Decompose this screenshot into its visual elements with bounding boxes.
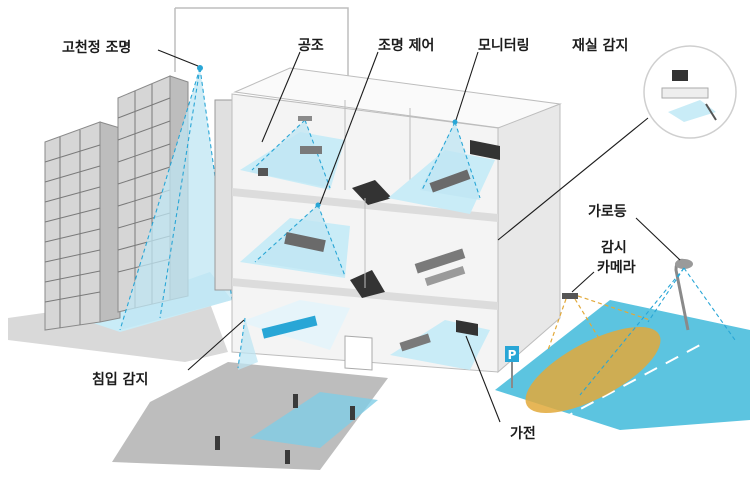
desks (284, 231, 326, 253)
room-hvac-beam (250, 120, 330, 188)
label-appliance: 가전 (510, 425, 536, 442)
security-camera-icon (562, 293, 578, 299)
rack-left (44, 121, 121, 331)
parking-sign (505, 346, 519, 362)
building-side-wall (497, 103, 561, 374)
label-lighting-control: 조명 제어 (378, 37, 434, 54)
label-monitoring: 모니터링 (478, 37, 530, 54)
warehouse-frame (175, 7, 349, 90)
entrance-door (344, 335, 373, 371)
label-hvac: 공조 (298, 38, 324, 54)
high-ceiling-light-icon (197, 65, 203, 71)
office-chairs (414, 248, 466, 274)
appliance-tv-icon (456, 320, 478, 336)
label-streetlight: 가로등 (588, 204, 627, 220)
bollards (215, 394, 355, 464)
room-dark-door-2 (350, 270, 385, 298)
occupancy-inset-monitor (672, 70, 688, 81)
hvac-unit-icon (298, 116, 312, 121)
room-dark-door (352, 180, 392, 205)
occupancy-inset-floor (668, 100, 716, 122)
label-camera-line2: 카메라 (597, 260, 636, 276)
parking-sign-text: P (508, 348, 517, 362)
label-camera-line1: 감시 (601, 239, 627, 256)
camera-coverage-zone (525, 326, 661, 414)
meeting-table (429, 169, 471, 193)
front-yard-lit (250, 392, 378, 448)
warehouse-pillar (214, 99, 234, 291)
lighting-sensor-icon (315, 202, 321, 208)
monitoring-tv-icon (470, 140, 500, 160)
monitoring-sensor-icon (452, 119, 458, 125)
road-lane (559, 344, 701, 421)
streetlight-icon (675, 259, 693, 269)
occupancy-inset-desk (661, 87, 709, 99)
label-high-ceiling-light: 고천정 조명 (62, 39, 131, 56)
reception-desk (261, 315, 318, 339)
label-occupancy: 재실 감지 (572, 37, 628, 54)
label-intrusion: 침입 감지 (92, 371, 148, 388)
intrusion-beam (238, 318, 258, 370)
room-1-furniture (300, 146, 322, 154)
occupancy-leader (497, 117, 649, 241)
high-ceiling-beam (120, 68, 232, 330)
sofa (399, 333, 431, 352)
